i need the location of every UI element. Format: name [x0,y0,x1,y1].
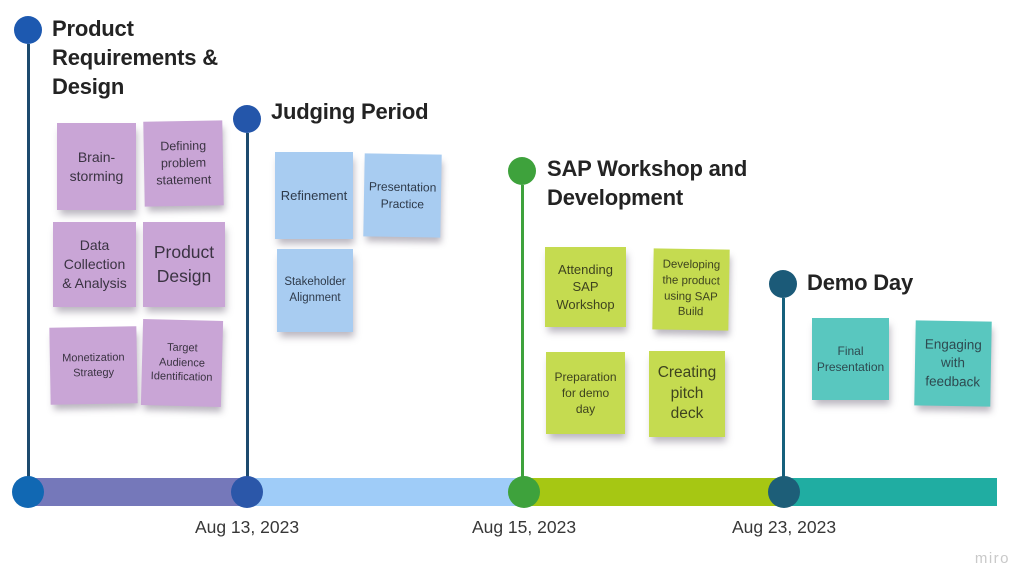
timeline-node-aug15[interactable] [508,476,540,508]
sticky-note[interactable]: Attending SAP Workshop [545,247,626,327]
sticky-note[interactable]: Stakeholder Alignment [277,249,353,332]
sticky-note[interactable]: Monetization Strategy [49,326,138,405]
miro-watermark: miro [974,550,1010,567]
sticky-note[interactable]: Defining problem statement [143,120,224,207]
title-line: SAP Workshop and [547,156,748,181]
title-line: Design [52,74,125,99]
title-line: Judging Period [271,99,429,124]
judging-period-title[interactable]: Judging Period [271,97,491,126]
sticky-note[interactable]: Product Design [143,222,225,307]
sticky-note[interactable]: Preparation for demo day [546,352,625,434]
judging-period-stem-line [245,133,249,480]
demo-day-stem-line [781,298,785,480]
demo-day-segment[interactable] [784,478,997,506]
sticky-note[interactable]: Target Audience Identification [140,318,224,408]
product-requirements-design-stem-line [26,44,30,480]
sticky-note[interactable]: Data Collection & Analysis [53,222,136,307]
timeline-date-label[interactable]: Aug 13, 2023 [194,517,300,537]
timeline-date-label[interactable]: Aug 15, 2023 [471,517,577,537]
product-requirements-design-marker-dot[interactable] [14,16,42,44]
sticky-note[interactable]: Presentation Practice [363,153,442,238]
sap-workshop-development-marker-dot[interactable] [508,157,536,185]
title-line: Requirements & [52,45,218,70]
timeline-node-aug13[interactable] [231,476,263,508]
title-line: Demo Day [807,270,913,295]
timeline-date-label[interactable]: Aug 23, 2023 [731,517,837,537]
sticky-note[interactable]: Creating pitch deck [649,351,725,437]
timeline-node-start[interactable] [12,476,44,508]
title-line: Development [547,185,683,210]
sticky-note[interactable]: Final Presentation [812,318,889,400]
sticky-note[interactable]: Engaging with feedback [914,320,992,407]
demo-day-marker-dot[interactable] [769,270,797,298]
product-requirements-segment[interactable] [28,478,247,506]
demo-day-title[interactable]: Demo Day [807,268,987,297]
judging-period-marker-dot[interactable] [233,105,261,133]
sticky-note[interactable]: Developing the product using SAP Build [652,248,730,331]
title-line: Product [52,16,134,41]
sticky-note[interactable]: Refinement [275,152,353,239]
timeline-node-aug23[interactable] [768,476,800,508]
judging-period-segment[interactable] [247,478,524,506]
sticky-note[interactable]: Brain-storming [57,123,136,210]
sap-workshop-segment[interactable] [524,478,784,506]
sap-workshop-development-stem-line [520,185,524,480]
